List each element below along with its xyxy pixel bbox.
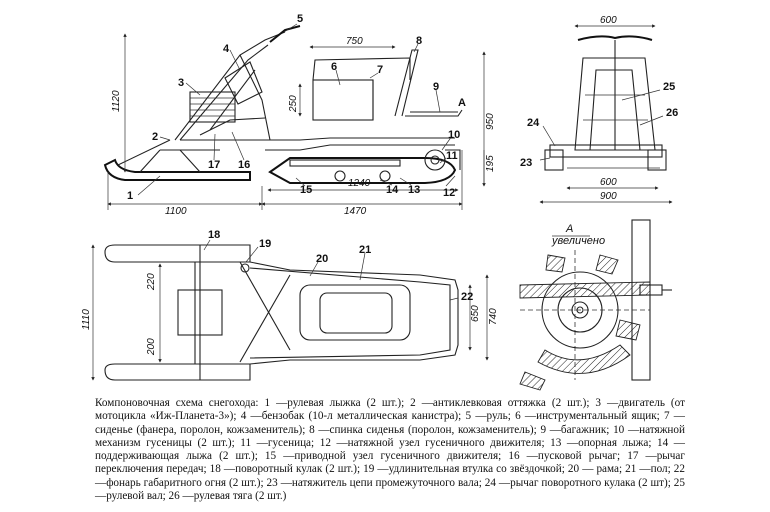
side-view: 750 1120 250 950 195 1240 1100 1470 [103, 13, 496, 217]
callout-1: 1 [127, 190, 133, 202]
callout-11: 11 [446, 150, 458, 162]
front-dim-top-600: 600 [600, 15, 617, 26]
callout-5: 5 [297, 13, 303, 25]
top-ski-lower [104, 363, 251, 381]
callout-9: 9 [433, 81, 439, 93]
tool-box [312, 79, 374, 121]
callout-22: 22 [461, 291, 473, 303]
top-frame [194, 261, 459, 365]
detail-title-letter: A [565, 223, 573, 235]
detail-view-a: A увеличено [519, 219, 672, 391]
callout-12: 12 [443, 187, 455, 199]
dim-195: 195 [485, 155, 496, 172]
front-handlebar [577, 35, 653, 41]
steering-column [174, 31, 286, 141]
top-ski-upper [104, 244, 251, 263]
dim-200: 200 [146, 338, 157, 356]
front-dim-900: 900 [600, 191, 617, 202]
section-marker-a: A [458, 97, 466, 109]
top-view: 1110 220 200 650 740 18 19 20 [81, 229, 499, 381]
handlebar [269, 25, 301, 43]
track-tensioner [445, 149, 461, 170]
callout-4: 4 [223, 43, 230, 55]
callout-18: 18 [208, 229, 220, 241]
fuel-tank [224, 61, 263, 105]
dim-1120: 1120 [111, 90, 122, 112]
dim-220: 220 [146, 273, 157, 291]
dim-1470: 1470 [344, 206, 367, 217]
floor-panel [299, 284, 411, 341]
front-view: 600 600 900 25 26 24 23 [520, 15, 678, 204]
callout-10: 10 [448, 129, 460, 141]
dim-950: 950 [485, 113, 496, 130]
callout-3: 3 [178, 77, 184, 89]
main-frame [180, 137, 455, 141]
caption-text: Компоновочная схема снегохода: 1 —рулева… [95, 397, 685, 503]
figure-caption: Компоновочная схема снегохода: 1 —рулева… [95, 397, 685, 503]
callout-14: 14 [386, 184, 399, 196]
dim-250: 250 [288, 95, 299, 113]
snowmobile-layout-drawing: 750 1120 250 950 195 1240 1100 1470 [81, 13, 678, 391]
front-skis-crossbar [549, 144, 663, 158]
callout-16: 16 [238, 159, 250, 171]
detail-track [537, 344, 631, 374]
callout-8: 8 [416, 35, 422, 47]
callout-19: 19 [259, 238, 271, 250]
callout-23: 23 [520, 157, 532, 169]
seat [312, 57, 411, 81]
callout-7: 7 [377, 64, 383, 76]
luggage-rack [405, 109, 463, 117]
anti-dive-strap [117, 139, 171, 166]
dim-650: 650 [470, 305, 481, 322]
callout-13: 13 [408, 184, 420, 196]
callout-6: 6 [331, 61, 337, 73]
detail-sprocket [541, 271, 619, 349]
seat-back [394, 49, 419, 117]
callout-21: 21 [359, 244, 371, 256]
dim-1110: 1110 [81, 309, 92, 330]
callout-26: 26 [666, 107, 678, 119]
engine [189, 91, 236, 123]
callout-24: 24 [527, 117, 540, 129]
front-dim-bottom-600: 600 [600, 177, 617, 188]
dim-750: 750 [346, 36, 363, 47]
callout-17: 17 [208, 159, 220, 171]
callout-20: 20 [316, 253, 328, 265]
front-ski [103, 158, 251, 181]
dim-1100: 1100 [165, 206, 187, 217]
callout-25: 25 [663, 81, 675, 93]
detail-frame-beam [519, 281, 651, 299]
detail-title-word: увеличено [551, 235, 605, 247]
callout-2: 2 [152, 131, 158, 143]
callout-15: 15 [300, 184, 312, 196]
dim-1240: 1240 [348, 178, 371, 189]
dim-740: 740 [488, 308, 499, 325]
